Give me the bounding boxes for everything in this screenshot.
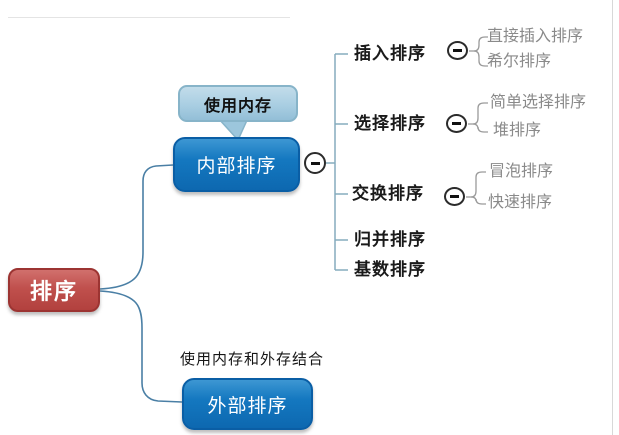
bracket-insertion	[469, 36, 488, 67]
topic-quick-sort[interactable]: 快速排序	[488, 194, 553, 211]
topic-insertion-sort[interactable]: 插入排序	[354, 44, 426, 63]
collapse-icon-insertion[interactable]	[447, 41, 468, 60]
callout-label: 使用内存	[203, 97, 272, 115]
bracket-exchange	[466, 171, 486, 205]
collapse-icon-exchange[interactable]	[444, 187, 465, 206]
edge-root-external	[99, 290, 183, 403]
node-external-sorting[interactable]: 外部排序	[182, 378, 313, 430]
node-external-label: 外部排序	[207, 395, 288, 417]
topic-merge-sort[interactable]: 归并排序	[354, 230, 426, 249]
topic-heap-sort[interactable]: 堆排序	[493, 122, 542, 139]
bracket-selection	[468, 102, 488, 133]
topic-simple-selection-sort[interactable]: 简单选择排序	[490, 94, 587, 111]
node-root-label: 排序	[29, 279, 78, 304]
right-border-line	[612, 0, 613, 435]
note-external-storage: 使用内存和外存结合	[180, 351, 325, 368]
topic-selection-sort[interactable]: 选择排序	[354, 114, 426, 133]
topic-shell-sort[interactable]: 希尔排序	[487, 53, 552, 70]
node-internal-sorting[interactable]: 内部排序	[173, 137, 300, 192]
topic-radix-sort[interactable]: 基数排序	[354, 260, 426, 279]
node-internal-label: 内部排序	[196, 156, 277, 177]
collapse-icon-internal[interactable]	[304, 152, 326, 174]
top-divider-line	[8, 17, 290, 18]
topic-direct-insertion-sort[interactable]: 直接插入排序	[487, 28, 584, 45]
node-root-sorting[interactable]: 排序	[8, 268, 100, 312]
topic-exchange-sort[interactable]: 交换排序	[352, 184, 424, 203]
edge-root-internal	[99, 164, 174, 290]
callout-uses-memory[interactable]: 使用内存	[178, 85, 298, 122]
topic-bubble-sort[interactable]: 冒泡排序	[489, 163, 554, 180]
collapse-icon-selection[interactable]	[446, 114, 467, 133]
